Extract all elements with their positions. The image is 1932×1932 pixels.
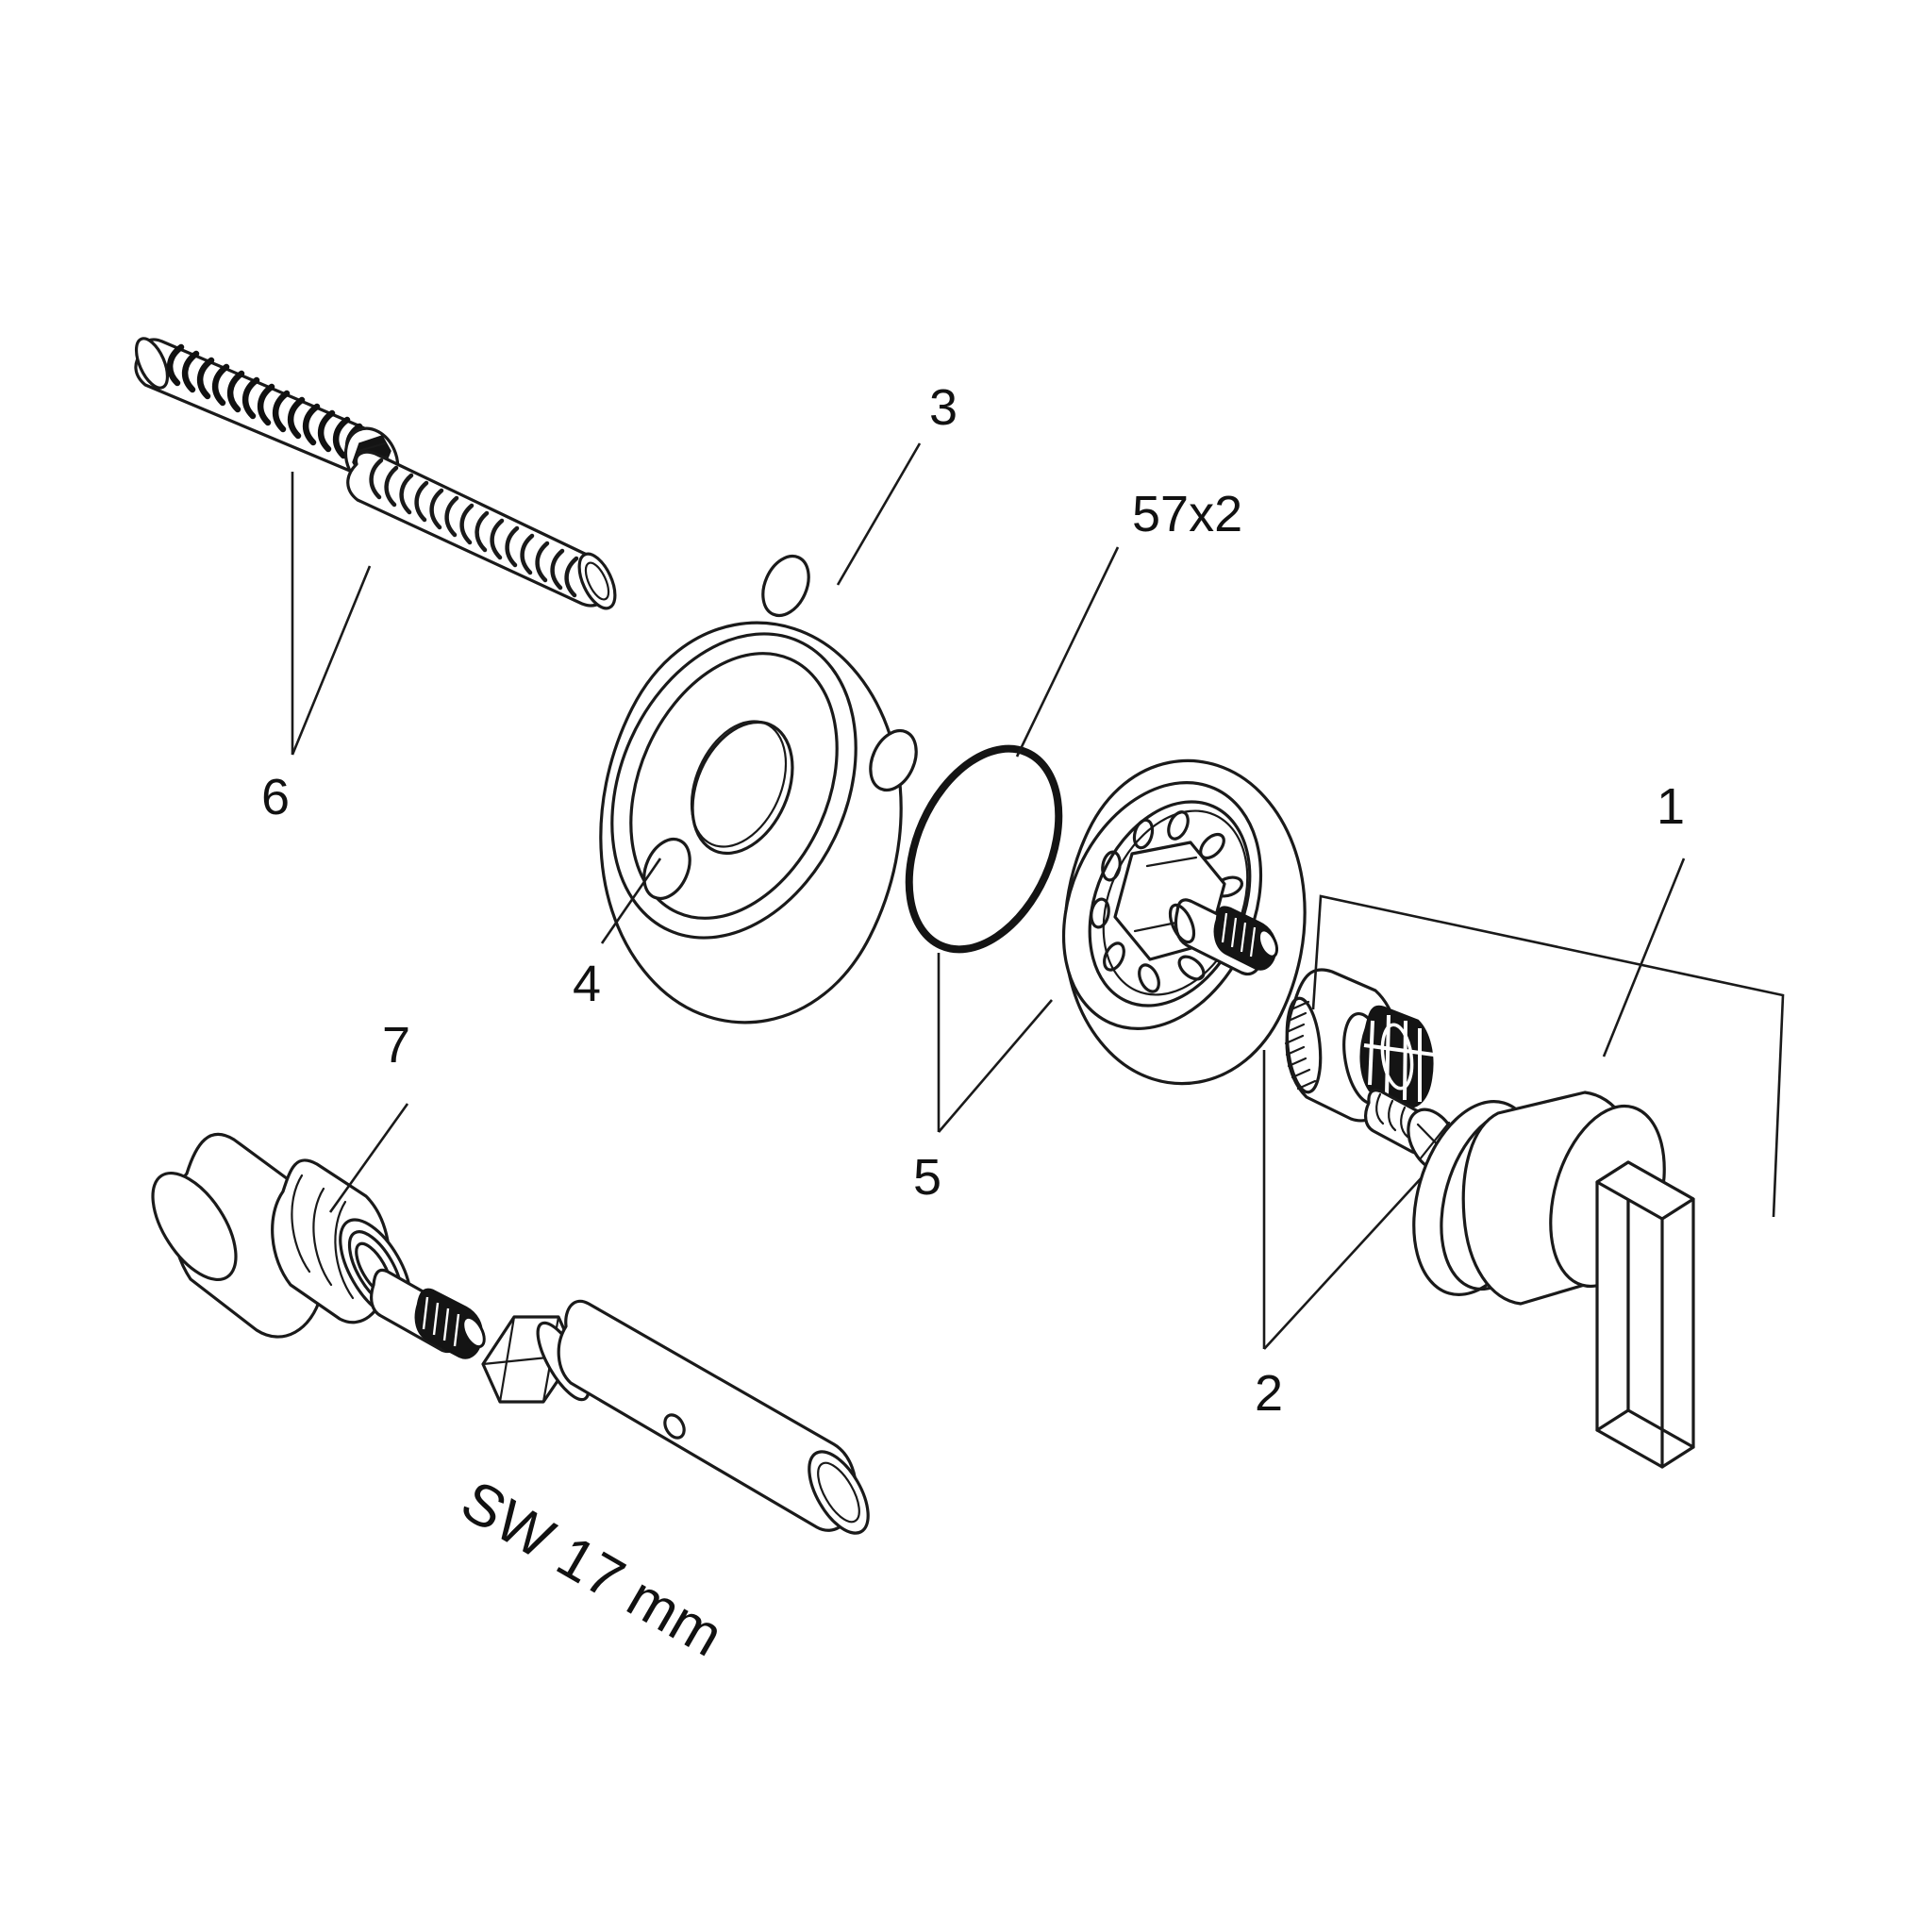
callout-1-handle-assembly: 1 <box>1657 778 1686 835</box>
callout-2-fixing-screw: 2 <box>1255 1365 1284 1422</box>
leader-2 <box>1262 1050 1425 1350</box>
escutcheon-hole-bottom <box>642 837 691 901</box>
cartridge-splined-tip <box>414 1288 486 1359</box>
part-2-adapter-and-screw <box>1284 968 1459 1174</box>
leader-6 <box>291 472 372 756</box>
leader-1-bracket <box>1311 858 1785 1218</box>
wrench-open-end <box>808 1450 870 1535</box>
escutcheon-hole-right <box>869 728 918 792</box>
wrench-cross-hole <box>663 1413 686 1440</box>
leader-oring <box>1015 546 1120 758</box>
callout-7-valve-cartridge: 7 <box>382 1017 411 1074</box>
part-7-valve-cartridge <box>151 1132 486 1359</box>
leader-3 <box>836 442 922 586</box>
callout-6-extension-set: 6 <box>261 769 291 825</box>
escutcheon-hole-top <box>761 554 810 618</box>
part-socket-wrench <box>481 1299 870 1535</box>
wrench-shaft <box>557 1299 858 1532</box>
extension-sleeve-rear-threads <box>167 343 363 466</box>
part-5-cartridge-flange <box>1061 758 1307 1086</box>
part-1-handle-assembly <box>1412 1091 1695 1469</box>
callout-oring-57x2: 57x2 <box>1132 486 1243 542</box>
callout-5-cartridge: 5 <box>913 1149 942 1206</box>
part-oring-57x2 <box>905 744 1063 954</box>
leader-4 <box>600 858 662 944</box>
callout-4-escutcheon-screw: 4 <box>573 956 602 1012</box>
leader-7 <box>328 1103 409 1213</box>
cartridge-splined-stem <box>1168 898 1279 976</box>
part-6-extension-set <box>134 337 617 610</box>
leader-5 <box>937 953 1053 1133</box>
handle-lever-arm <box>1595 1160 1695 1469</box>
extension-sleeve-front-threads <box>369 458 579 598</box>
adapter-splined-socket <box>1359 1005 1435 1108</box>
callout-3-escutcheon: 3 <box>929 379 958 436</box>
part-3-escutcheon-plate <box>599 554 918 1024</box>
